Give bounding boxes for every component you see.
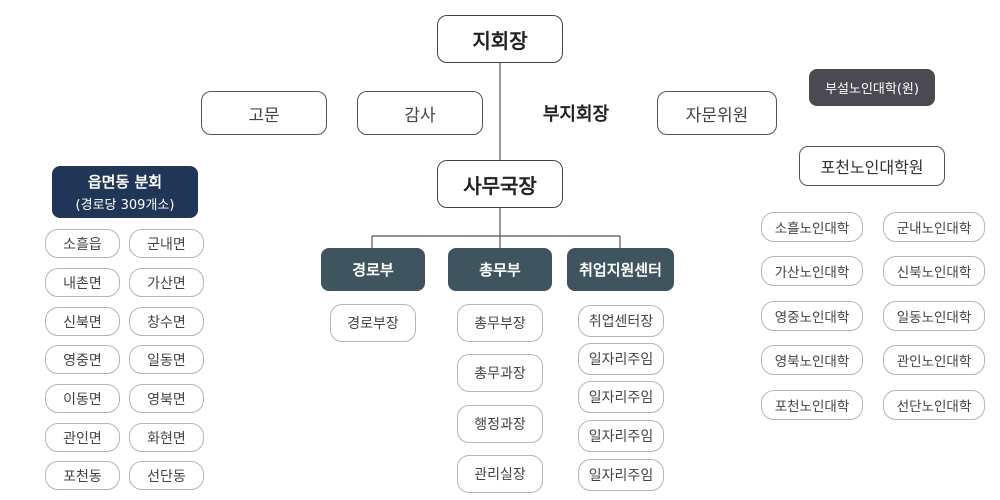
role-general-head: 총무부장 — [457, 304, 543, 342]
branch-item: 영중면 — [45, 345, 120, 374]
branch-item: 가산면 — [129, 268, 204, 297]
branch-item: 선단동 — [129, 461, 204, 490]
attached-college-badge: 부설노인대학(원) — [809, 69, 935, 106]
branch-item: 이동면 — [45, 384, 120, 413]
branch-title: 읍면동 분회 — [87, 173, 163, 191]
branch-item: 관인면 — [45, 423, 120, 452]
branch-item: 신북면 — [45, 307, 120, 336]
college-item: 가산노인대학 — [761, 256, 863, 286]
college-item: 포천노인대학 — [761, 390, 863, 420]
branch-item: 일동면 — [129, 345, 204, 374]
branch-item: 포천동 — [45, 461, 120, 490]
college-item: 신북노인대학 — [883, 256, 985, 286]
college-graduate-box: 포천노인대학원 — [799, 146, 945, 186]
department-employment-center: 취업지원센터 — [567, 248, 674, 291]
role-job-officer: 일자리주임 — [578, 459, 664, 491]
branch-item: 소흘읍 — [45, 229, 120, 258]
role-center-head: 취업센터장 — [578, 305, 664, 337]
advisor-box: 고문 — [201, 91, 327, 135]
branch-item: 창수면 — [129, 307, 204, 336]
college-item: 일동노인대학 — [883, 301, 985, 331]
auditor-box: 감사 — [357, 91, 483, 135]
branch-item: 내촌면 — [45, 268, 120, 297]
department-elderly: 경로부 — [321, 248, 425, 291]
role-job-officer: 일자리주임 — [578, 381, 664, 413]
secretary-general-box: 사무국장 — [437, 160, 563, 208]
branch-item: 화현면 — [129, 423, 204, 452]
consultant-box: 자문위원 — [657, 91, 777, 135]
college-item: 군내노인대학 — [883, 212, 985, 242]
branch-header: 읍면동 분회 (경로당 309개소) — [52, 166, 198, 218]
vice-chairman-box: 부지회장 — [542, 104, 610, 125]
role-job-officer: 일자리주임 — [578, 420, 664, 452]
department-general-affairs: 총무부 — [448, 248, 552, 291]
branch-subtitle: (경로당 309개소) — [75, 198, 175, 213]
branch-item: 영북면 — [129, 384, 204, 413]
role-facility-manager: 관리실장 — [457, 455, 543, 493]
role-job-officer: 일자리주임 — [578, 343, 664, 375]
chairman-box: 지회장 — [437, 15, 563, 63]
college-item: 영중노인대학 — [761, 301, 863, 331]
college-item: 선단노인대학 — [883, 390, 985, 420]
role-admin-manager: 행정과장 — [457, 405, 543, 443]
branch-item: 군내면 — [129, 229, 204, 258]
college-item: 관인노인대학 — [883, 345, 985, 375]
role-general-manager: 총무과장 — [457, 354, 543, 392]
college-item: 소흘노인대학 — [761, 212, 863, 242]
role-elderly-head: 경로부장 — [330, 304, 416, 342]
college-item: 영북노인대학 — [761, 345, 863, 375]
